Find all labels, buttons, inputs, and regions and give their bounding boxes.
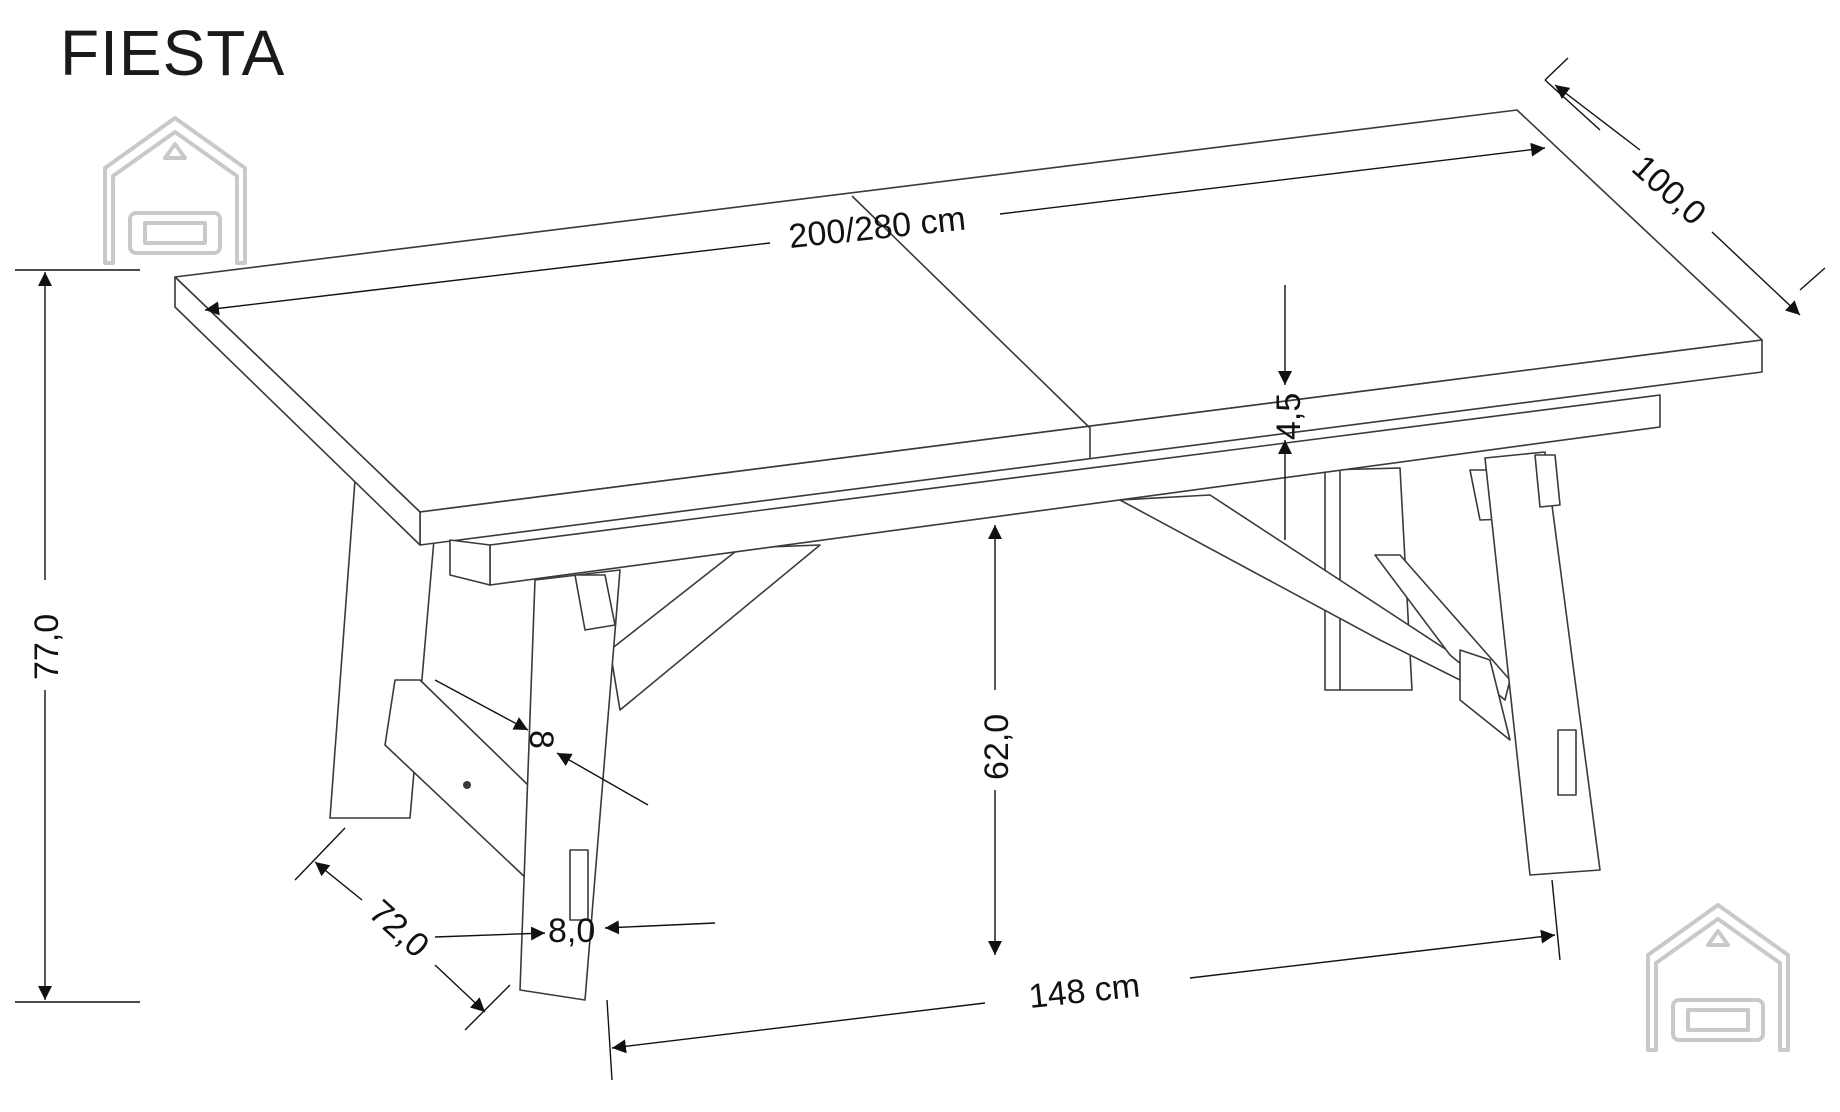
table-top	[174, 109, 1763, 546]
leg-distance-dimension: 148 cm	[606, 879, 1561, 1081]
home-sofa-watermark-icon	[1646, 903, 1790, 1052]
total-height-label: 77,0	[28, 614, 66, 680]
top-thickness-dimension: 4,5	[1270, 285, 1308, 540]
table-apron	[449, 394, 1661, 586]
top-thickness-label: 4,5	[1270, 393, 1308, 440]
leg-width-label: 8	[522, 730, 560, 749]
leg-spread-dimension: 72,0	[294, 827, 511, 1031]
depth-label: 100,0	[1625, 148, 1714, 233]
table-front-legs	[463, 451, 1601, 1001]
leg-depth-dimension: 8,0	[434, 912, 716, 950]
product-title: FIESTA	[60, 17, 286, 89]
under-height-label: 62,0	[978, 714, 1016, 780]
leg-distance-label: 148 cm	[1027, 967, 1142, 1016]
table-stretchers	[384, 494, 1511, 881]
under-height-dimension: 62,0	[978, 525, 1016, 955]
home-sofa-watermark-icon	[103, 116, 247, 265]
leg-depth-label: 8,0	[548, 912, 595, 950]
total-height-dimension: 77,0	[15, 269, 140, 1003]
leg-spread-label: 72,0	[362, 893, 437, 966]
leg-width-dimension: 8	[434, 679, 649, 806]
